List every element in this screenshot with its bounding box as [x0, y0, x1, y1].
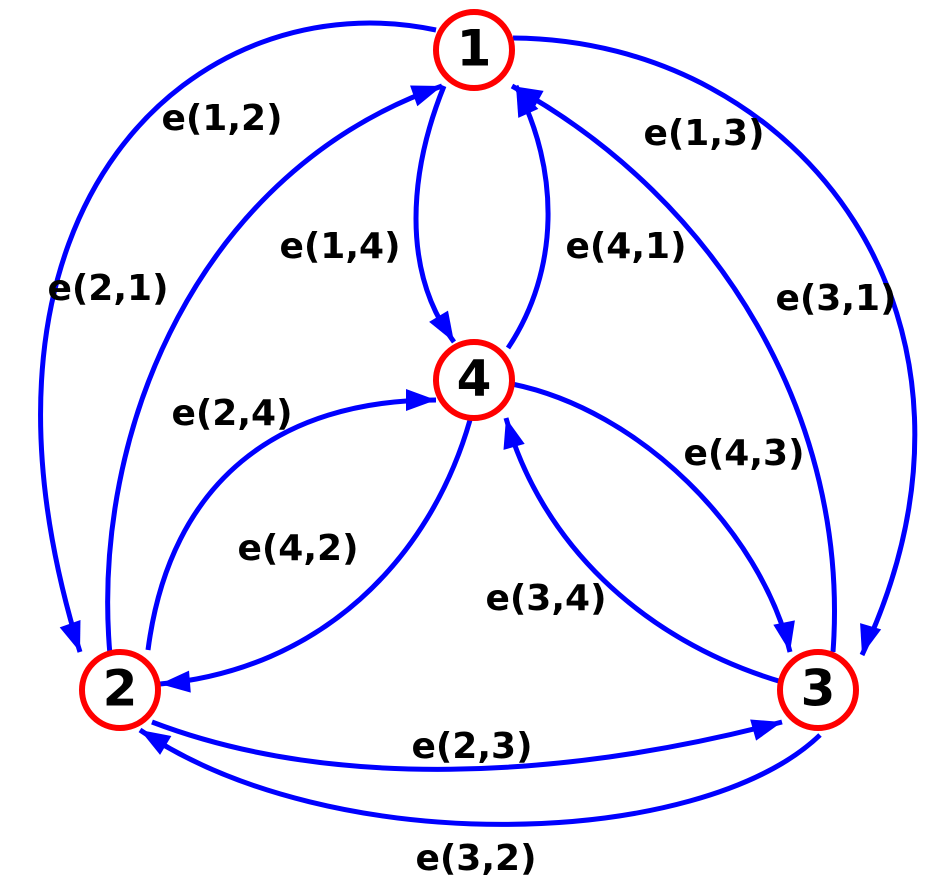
edge-label-4-2: e(4,2) — [237, 528, 358, 569]
edge-label-1-4: e(1,4) — [279, 226, 400, 267]
edge-label-3-4: e(3,4) — [485, 578, 606, 619]
node-2: 2 — [79, 649, 161, 731]
node-circle-4 — [433, 339, 515, 421]
arrowhead-2-1 — [410, 85, 442, 107]
edge-4-1 — [505, 84, 551, 350]
edge-4-3 — [511, 381, 793, 653]
edge-1-4 — [413, 85, 457, 344]
edge-label-2-4: e(2,4) — [171, 393, 292, 434]
edge-label-2-1: e(2,1) — [47, 268, 168, 309]
edge-label-4-1: e(4,1) — [565, 226, 686, 267]
node-circle-1 — [433, 9, 515, 91]
node-3: 3 — [777, 649, 859, 731]
arrowhead-1-4 — [429, 310, 454, 342]
edge-label-1-2: e(1,2) — [161, 98, 282, 139]
edge-1-2 — [38, 20, 437, 653]
edge-label-3-1: e(3,1) — [775, 278, 896, 319]
node-4: 4 — [433, 339, 515, 421]
node-label-1: 1 — [457, 20, 492, 78]
edge-4-2 — [159, 419, 473, 687]
arrowhead-4-2 — [160, 670, 191, 693]
arrowhead-1-3 — [860, 623, 882, 655]
edge-2-3 — [151, 719, 783, 772]
edge-2-1 — [105, 83, 443, 656]
edge-label-4-3: e(4,3) — [683, 433, 804, 474]
node-label-4: 4 — [457, 350, 492, 408]
node-label-2: 2 — [103, 660, 138, 718]
arrowhead-2-3 — [750, 719, 782, 741]
edge-label-1-3: e(1,3) — [643, 113, 764, 154]
arrowhead-4-1 — [516, 86, 539, 118]
arrowhead-3-2 — [140, 730, 172, 755]
edge-label-3-2: e(3,2) — [415, 838, 536, 879]
edge-3-2 — [138, 727, 822, 827]
edge-1-3 — [512, 35, 918, 657]
edge-3-4 — [503, 417, 783, 685]
node-label-3: 3 — [801, 660, 836, 718]
edge-2-4 — [145, 397, 437, 651]
node-circle-2 — [79, 649, 161, 731]
arrowhead-2-4 — [406, 389, 436, 411]
edge-label-2-3: e(2,3) — [411, 726, 532, 767]
arrowhead-1-2 — [59, 620, 81, 652]
node-circle-3 — [777, 649, 859, 731]
edge-3-1 — [510, 83, 837, 653]
arrowhead-3-4 — [503, 418, 525, 450]
arrowhead-4-3 — [773, 620, 795, 652]
node-1: 1 — [433, 9, 515, 91]
